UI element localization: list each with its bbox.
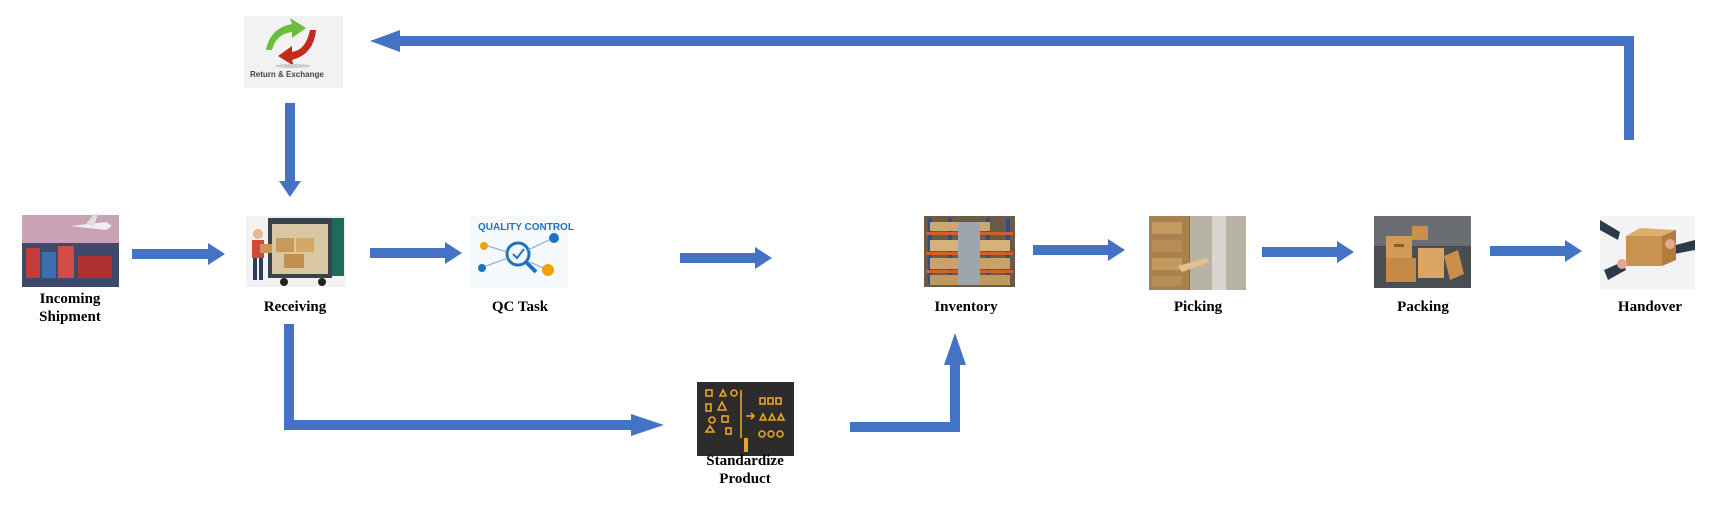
arrow-incoming-to-receiving — [132, 243, 225, 265]
inventory-warehouse-image — [924, 216, 1015, 287]
arrow-receiving-to-qc — [370, 242, 462, 264]
arrow-standardize-to-inventory — [850, 333, 966, 432]
node-label-picking: Picking — [1173, 299, 1223, 315]
node-label-receiving: Receiving — [263, 299, 327, 315]
receiving-truck-image — [246, 216, 346, 287]
arrow-return-to-receiving — [279, 103, 301, 197]
standardize-product-image — [697, 382, 794, 456]
node-label-handover: Handover — [1617, 299, 1683, 315]
arrow-picking-to-packing — [1262, 241, 1354, 263]
node-label-incoming-shipment: Incoming Shipment — [39, 291, 101, 325]
quality-control-image: QUALITY CONTROL — [470, 216, 574, 288]
packing-boxes-image — [1374, 216, 1471, 288]
node-label-standardize-product: Standardize Product — [706, 453, 784, 487]
arrow-qc-to-inventory — [680, 247, 772, 269]
qc-image-text: QUALITY CONTROL — [478, 222, 574, 233]
arrow-inventory-to-picking — [1033, 239, 1125, 261]
picking-warehouse-image — [1149, 216, 1246, 290]
node-label-packing: Packing — [1397, 299, 1449, 315]
handover-image — [1600, 216, 1695, 289]
arrows-group — [132, 30, 1634, 436]
arrow-packing-to-handover — [1490, 240, 1582, 262]
arrow-receiving-to-standardize — [284, 324, 664, 436]
return-exchange-image: Return & Exchange — [244, 16, 343, 88]
node-label-qc-task: QC Task — [491, 299, 549, 315]
incoming-shipment-image — [22, 214, 119, 287]
node-label-inventory: Inventory — [934, 299, 998, 315]
return-exchange-image-text: Return & Exchange — [250, 70, 324, 79]
arrow-handover-to-return — [370, 30, 1634, 140]
